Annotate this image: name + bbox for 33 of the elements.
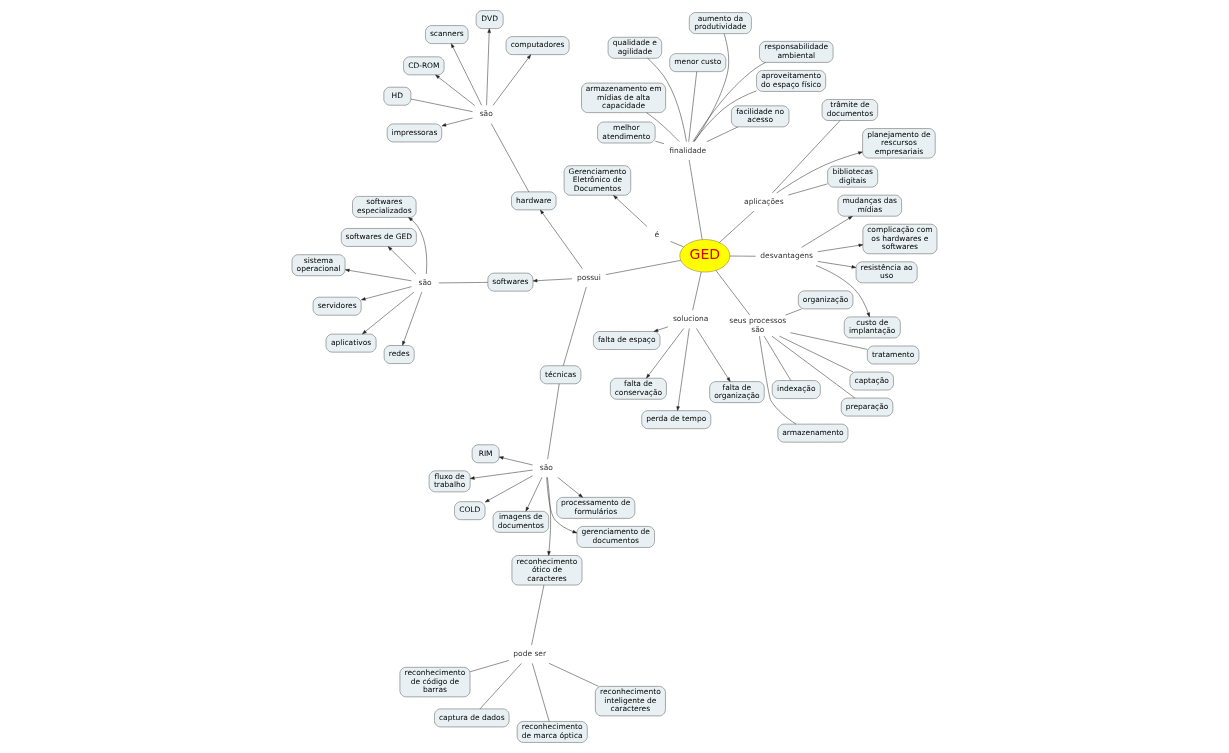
arrow [613, 195, 648, 227]
arrow [532, 278, 573, 283]
arrow [492, 54, 531, 106]
arrow [817, 243, 864, 252]
arrow [484, 475, 533, 503]
arrow [387, 246, 417, 275]
arrow [817, 261, 857, 269]
arrow [486, 28, 491, 106]
node-ellipse: GED [679, 239, 731, 273]
connector [694, 33, 729, 142]
arrow [362, 291, 415, 335]
arrow [646, 328, 685, 379]
arrow [441, 117, 473, 127]
arrow [547, 477, 551, 556]
arrow [676, 328, 690, 411]
arrow [361, 286, 412, 301]
arrow [540, 209, 583, 269]
arrow [815, 265, 870, 318]
arrow [408, 217, 427, 275]
arrow [525, 477, 543, 512]
arrow [470, 469, 533, 480]
connector [692, 62, 766, 142]
arrow [546, 477, 578, 534]
arrow [696, 328, 731, 382]
arrow [402, 291, 423, 346]
arrow [345, 268, 412, 282]
arrow [451, 43, 482, 106]
arrow [653, 326, 669, 332]
arrow [498, 456, 533, 466]
arrow [435, 74, 475, 106]
arrow [776, 151, 863, 194]
arrow [801, 216, 853, 248]
arrow [557, 477, 583, 498]
